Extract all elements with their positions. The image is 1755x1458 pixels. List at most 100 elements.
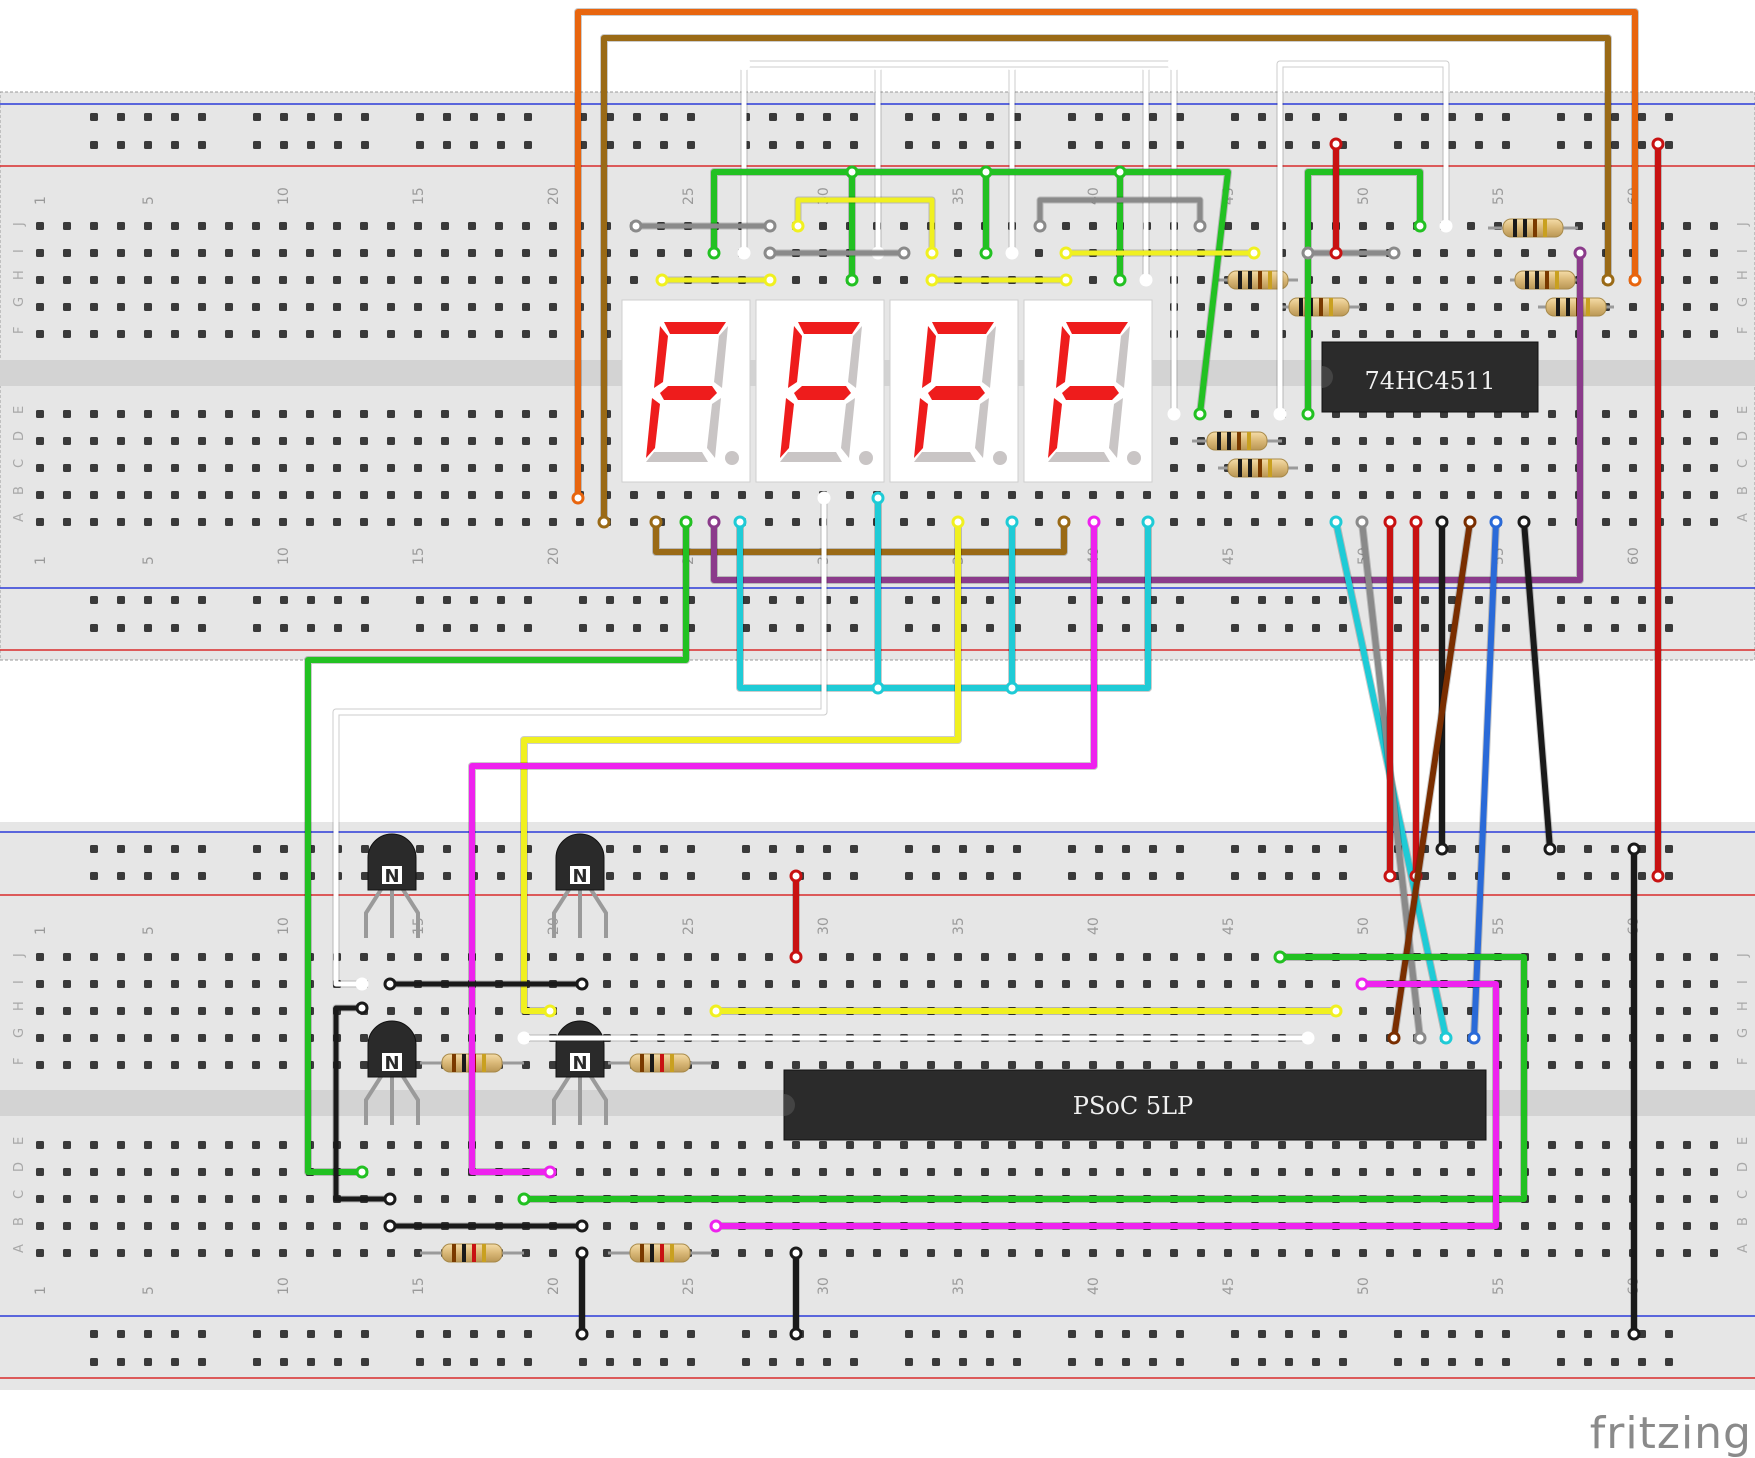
wire-end [1329, 1004, 1343, 1018]
hole [657, 249, 665, 257]
hole [1224, 1168, 1232, 1176]
rail-hole [579, 624, 587, 632]
hole [1683, 276, 1691, 284]
rail-hole [606, 1358, 614, 1366]
display-segment [714, 326, 728, 388]
hole [1521, 249, 1529, 257]
row-letter: C [1736, 1190, 1751, 1199]
hole [252, 464, 260, 472]
rail-hole [1448, 596, 1456, 604]
hole [1440, 330, 1448, 338]
row-letter: H [1736, 1001, 1751, 1011]
hole [63, 303, 71, 311]
hole [36, 249, 44, 257]
wire-end [709, 1004, 723, 1018]
hole [981, 518, 989, 526]
hole [1116, 1141, 1124, 1149]
rail-hole [1013, 1330, 1021, 1338]
hole [225, 464, 233, 472]
hole [819, 953, 827, 961]
resistor-band [1523, 219, 1527, 237]
rail-hole [1665, 1330, 1673, 1338]
hole [900, 491, 908, 499]
wire-end [517, 1192, 531, 1206]
rail-hole [1176, 596, 1184, 604]
hole [1602, 953, 1610, 961]
rail-hole [850, 845, 858, 853]
hole [603, 953, 611, 961]
hole [1413, 303, 1421, 311]
column-number: 35 [951, 1277, 967, 1295]
resistor-band [1237, 432, 1241, 450]
hole [522, 1141, 530, 1149]
rail-hole [524, 624, 532, 632]
hole [1548, 249, 1556, 257]
rail-hole [1231, 1330, 1239, 1338]
hole [522, 1249, 530, 1257]
hole [117, 1007, 125, 1015]
rail-hole [144, 1330, 152, 1338]
transistor-mark [570, 1053, 590, 1071]
rail-hole [90, 872, 98, 880]
hole [684, 1007, 692, 1015]
jumper-wire [333, 495, 827, 987]
hole [1602, 1195, 1610, 1203]
rail-hole [769, 113, 777, 121]
row-letter: E [12, 1137, 27, 1145]
hole [198, 1249, 206, 1257]
display-segment [932, 322, 994, 334]
hole [522, 303, 530, 311]
hole [1224, 1249, 1232, 1257]
hole [468, 222, 476, 230]
row-letter: F [1736, 1058, 1751, 1065]
hole [495, 303, 503, 311]
wire-end [1005, 246, 1019, 260]
hole [1116, 980, 1124, 988]
hole [1089, 980, 1097, 988]
hole [630, 518, 638, 526]
rail-hole [1068, 141, 1076, 149]
hole [333, 437, 341, 445]
rail-hole [144, 624, 152, 632]
hole [954, 1141, 962, 1149]
hole [117, 1061, 125, 1069]
rail-hole [470, 1330, 478, 1338]
transistor-lead [552, 886, 572, 938]
rail-hole [1149, 141, 1157, 149]
hole [198, 1222, 206, 1230]
hole [1116, 1249, 1124, 1257]
hole [1278, 491, 1286, 499]
hole [1386, 491, 1394, 499]
jumper-wire [305, 519, 689, 1175]
hole [657, 1168, 665, 1176]
wire-end [1329, 515, 1343, 529]
hole [414, 303, 422, 311]
row-letter: H [1736, 270, 1751, 280]
display-segment [914, 452, 976, 462]
wire-end [1005, 515, 1019, 529]
hole [63, 980, 71, 988]
hole [927, 953, 935, 961]
hole [414, 410, 422, 418]
hole [1143, 1249, 1151, 1257]
hole [630, 491, 638, 499]
hole [171, 276, 179, 284]
hole [657, 953, 665, 961]
rail-hole [1068, 1330, 1076, 1338]
wire-end [1628, 273, 1642, 287]
display-segment [1109, 398, 1123, 458]
column-number: 5 [141, 926, 157, 935]
hole [1386, 1061, 1394, 1069]
wire-end [1467, 1031, 1481, 1045]
hole [117, 1141, 125, 1149]
rail-hole [1258, 141, 1266, 149]
hole [171, 303, 179, 311]
hole [1440, 249, 1448, 257]
hole [279, 330, 287, 338]
rail-hole [1611, 113, 1619, 121]
hole [36, 1222, 44, 1230]
rail-hole [1475, 1330, 1483, 1338]
rail-hole [1475, 141, 1483, 149]
hole [1035, 1141, 1043, 1149]
rail-hole [905, 845, 913, 853]
